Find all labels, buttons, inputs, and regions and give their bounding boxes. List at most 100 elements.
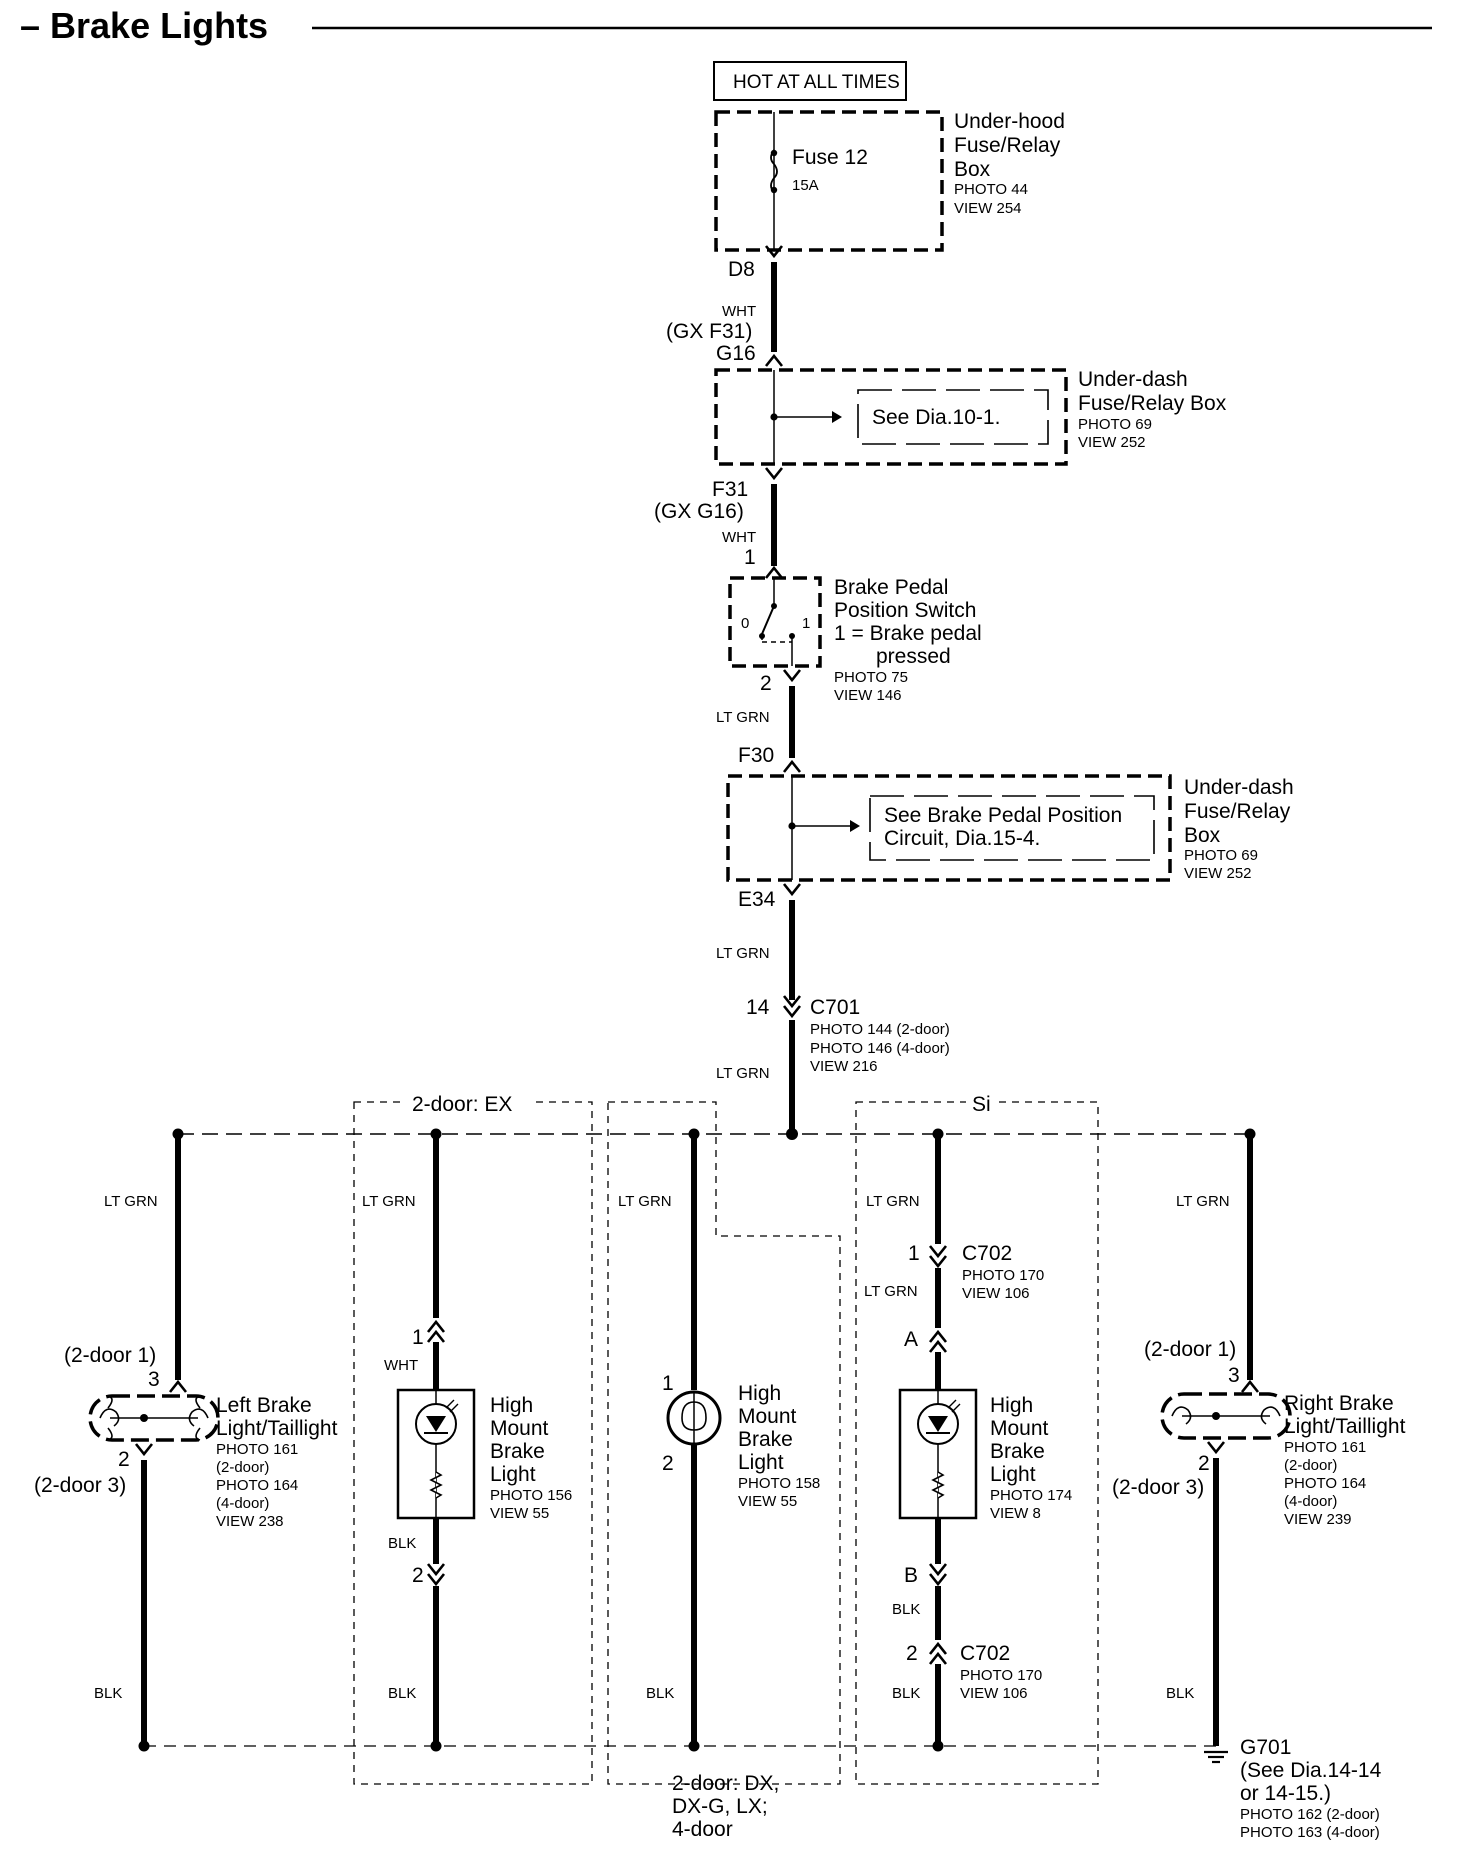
wire-ltgrn-2: LT GRN 14 C701 PHOTO 144 (2-door) PHOTO …: [716, 900, 950, 1140]
alt-pin-label: (2-door 3): [34, 1474, 126, 1497]
switch-contact: [761, 605, 775, 635]
ground-photo: PHOTO 163 (4-door): [1240, 1824, 1380, 1841]
pin-label: B: [904, 1564, 918, 1587]
underdash-fuse-box-2: See Brake Pedal Position Circuit, Dia.15…: [726, 774, 1294, 911]
c701-photo: PHOTO 144 (2-door): [810, 1021, 950, 1038]
wire-color-label: WHT: [722, 529, 756, 546]
alt-pin-label: (2-door 1): [1144, 1338, 1236, 1361]
hm-si-photo: PHOTO 174: [990, 1487, 1072, 1504]
hm-si-name: High: [990, 1394, 1033, 1417]
underdash-box1-outline: [714, 368, 1068, 466]
ground-photo: PHOTO 162 (2-door): [1240, 1806, 1380, 1823]
zone-label-base: 4-door: [672, 1818, 733, 1841]
right-light-photo: PHOTO 164: [1284, 1475, 1366, 1492]
zone-si: [855, 1101, 1099, 1785]
left-light-photo: PHOTO 161: [216, 1441, 298, 1458]
pin-label: 1: [412, 1326, 424, 1349]
c701-name: C701: [810, 996, 860, 1019]
underdash-box2-name: Under-dash: [1184, 776, 1294, 799]
underhood-box-name: Box: [954, 158, 991, 181]
wire-color-label: LT GRN: [1176, 1193, 1230, 1210]
pin-label: 3: [148, 1368, 160, 1391]
pin-g16: G16: [716, 342, 756, 365]
c701-photo: PHOTO 146 (4-door): [810, 1040, 950, 1057]
wire-color-label: WHT: [722, 303, 756, 320]
high-mount-light-si-branch: LT GRN 1 C702 PHOTO 170 VIEW 106 LT GRN …: [864, 1134, 1072, 1746]
right-brake-light-bulb: [1160, 1392, 1292, 1440]
underdash-fuse-box-1: See Dia.10-1. Under-dash Fuse/Relay Box …: [714, 368, 1227, 480]
wire-color-label: BLK: [388, 1685, 416, 1702]
c702b-photo: PHOTO 170: [960, 1667, 1042, 1684]
underdash-box2-view: VIEW 252: [1184, 865, 1252, 882]
underhood-box-name: Under-hood: [954, 110, 1065, 133]
wire-color-label: BLK: [892, 1685, 920, 1702]
wire-color-label: BLK: [388, 1535, 416, 1552]
wire-wht-2: F31 (GX G16) WHT 1: [654, 478, 784, 580]
reference-box: [857, 389, 1049, 445]
c701-view: VIEW 216: [810, 1058, 878, 1075]
wire-color-label: LT GRN: [618, 1193, 672, 1210]
wire-color-label: LT GRN: [716, 709, 770, 726]
hm-base-name: Brake: [738, 1428, 793, 1451]
variant-zones: 2-door: EX Si 2-door: DX, DX-G, LX; 4-do…: [353, 1092, 1099, 1841]
left-light-name: Light/Taillight: [216, 1417, 338, 1440]
hm-ex-view: VIEW 55: [490, 1505, 549, 1522]
switch-pin-1: 1: [744, 546, 756, 569]
fuse-rating: 15A: [792, 177, 819, 194]
c702b-view: VIEW 106: [960, 1685, 1028, 1702]
switch-name: Brake Pedal: [834, 576, 948, 599]
ground-ref: or 14-15.): [1240, 1782, 1331, 1805]
wire-color-label: LT GRN: [362, 1193, 416, 1210]
underhood-box-photo: PHOTO 44: [954, 181, 1028, 198]
wire-alt-pin: (GX G16): [654, 500, 744, 523]
pin-e34: E34: [738, 888, 776, 911]
switch-state: pressed: [876, 645, 951, 668]
left-light-note: (4-door): [216, 1495, 269, 1512]
power-source-label: HOT AT ALL TIMES: [733, 72, 900, 93]
underdash-box1-name: Under-dash: [1078, 368, 1188, 391]
fuse-12-symbol: [770, 149, 778, 193]
wire-color-label: BLK: [94, 1685, 122, 1702]
hm-ex-name: Light: [490, 1463, 536, 1486]
wire-color-label: LT GRN: [104, 1193, 158, 1210]
switch-pos-1: 1: [802, 615, 810, 632]
pin-label: 3: [1228, 1364, 1240, 1387]
switch-view: VIEW 146: [834, 687, 902, 704]
c702-pin: 1: [908, 1242, 920, 1265]
left-brake-light-branch: LT GRN (2-door 1) 3 2 (2-door 3) Left Br…: [34, 1134, 338, 1746]
power-source-box: [713, 61, 907, 101]
left-light-note: (2-door): [216, 1459, 269, 1476]
underdash-box1-name: Fuse/Relay Box: [1078, 392, 1227, 415]
left-light-name: Left Brake: [216, 1394, 312, 1417]
zone-2door-base: [607, 1101, 841, 1785]
right-light-name: Right Brake: [1284, 1392, 1394, 1415]
hm-si-name: Brake: [990, 1440, 1045, 1463]
wire-ltgrn-1: LT GRN F30: [716, 686, 802, 774]
reference-note: See Dia.10-1.: [872, 406, 1000, 429]
c702-view: VIEW 106: [962, 1285, 1030, 1302]
ground-ref: (See Dia.14-14: [1240, 1759, 1382, 1782]
high-mount-light-base-branch: LT GRN 1 High Mount Brake Light PHOTO 15…: [618, 1134, 820, 1746]
wire-alt-pin: (GX F31): [666, 320, 752, 343]
hm-base-name: Mount: [738, 1405, 797, 1428]
switch-state: 1 = Brake pedal: [834, 622, 982, 645]
resistor-icon: [931, 1471, 945, 1499]
zone-label-base: 2-door: DX,: [672, 1772, 779, 1795]
hm-base-view: VIEW 55: [738, 1493, 797, 1510]
hm-base-name: Light: [738, 1451, 784, 1474]
hm-ex-name: Brake: [490, 1440, 545, 1463]
resistor-icon: [429, 1471, 443, 1499]
wire-color-label: LT GRN: [866, 1193, 920, 1210]
alt-pin-label: (2-door 3): [1112, 1476, 1204, 1499]
switch-outline: [728, 576, 822, 668]
power-bus: [172, 1128, 1256, 1140]
c702-name: C702: [962, 1242, 1012, 1265]
right-light-photo: PHOTO 161: [1284, 1439, 1366, 1456]
ground-bus: G701 (See Dia.14-14 or 14-15.) PHOTO 162…: [138, 1736, 1382, 1841]
c702-photo: PHOTO 170: [962, 1267, 1044, 1284]
wire-wht-1: WHT (GX F31) G16: [666, 262, 784, 368]
power-source: HOT AT ALL TIMES: [713, 61, 907, 101]
pin-label: 2: [662, 1452, 674, 1475]
right-light-note: (4-door): [1284, 1493, 1337, 1510]
